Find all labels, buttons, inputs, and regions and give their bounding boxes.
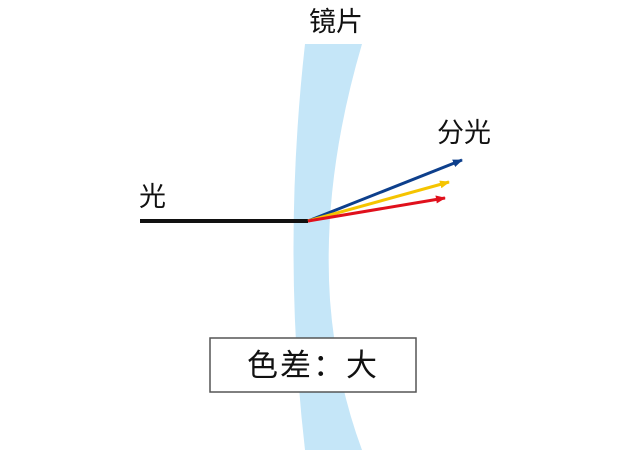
split-light-label: 分光 <box>437 118 491 149</box>
lens-label: 镜片 <box>309 7 363 38</box>
dispersed-ray-yellow <box>307 180 450 223</box>
aberration-caption-text: 色差：大 <box>247 348 379 384</box>
dispersed-ray-red <box>307 195 446 223</box>
aberration-caption-box <box>209 337 417 393</box>
light-label: 光 <box>139 182 166 213</box>
dispersed-ray-blue <box>307 158 463 223</box>
